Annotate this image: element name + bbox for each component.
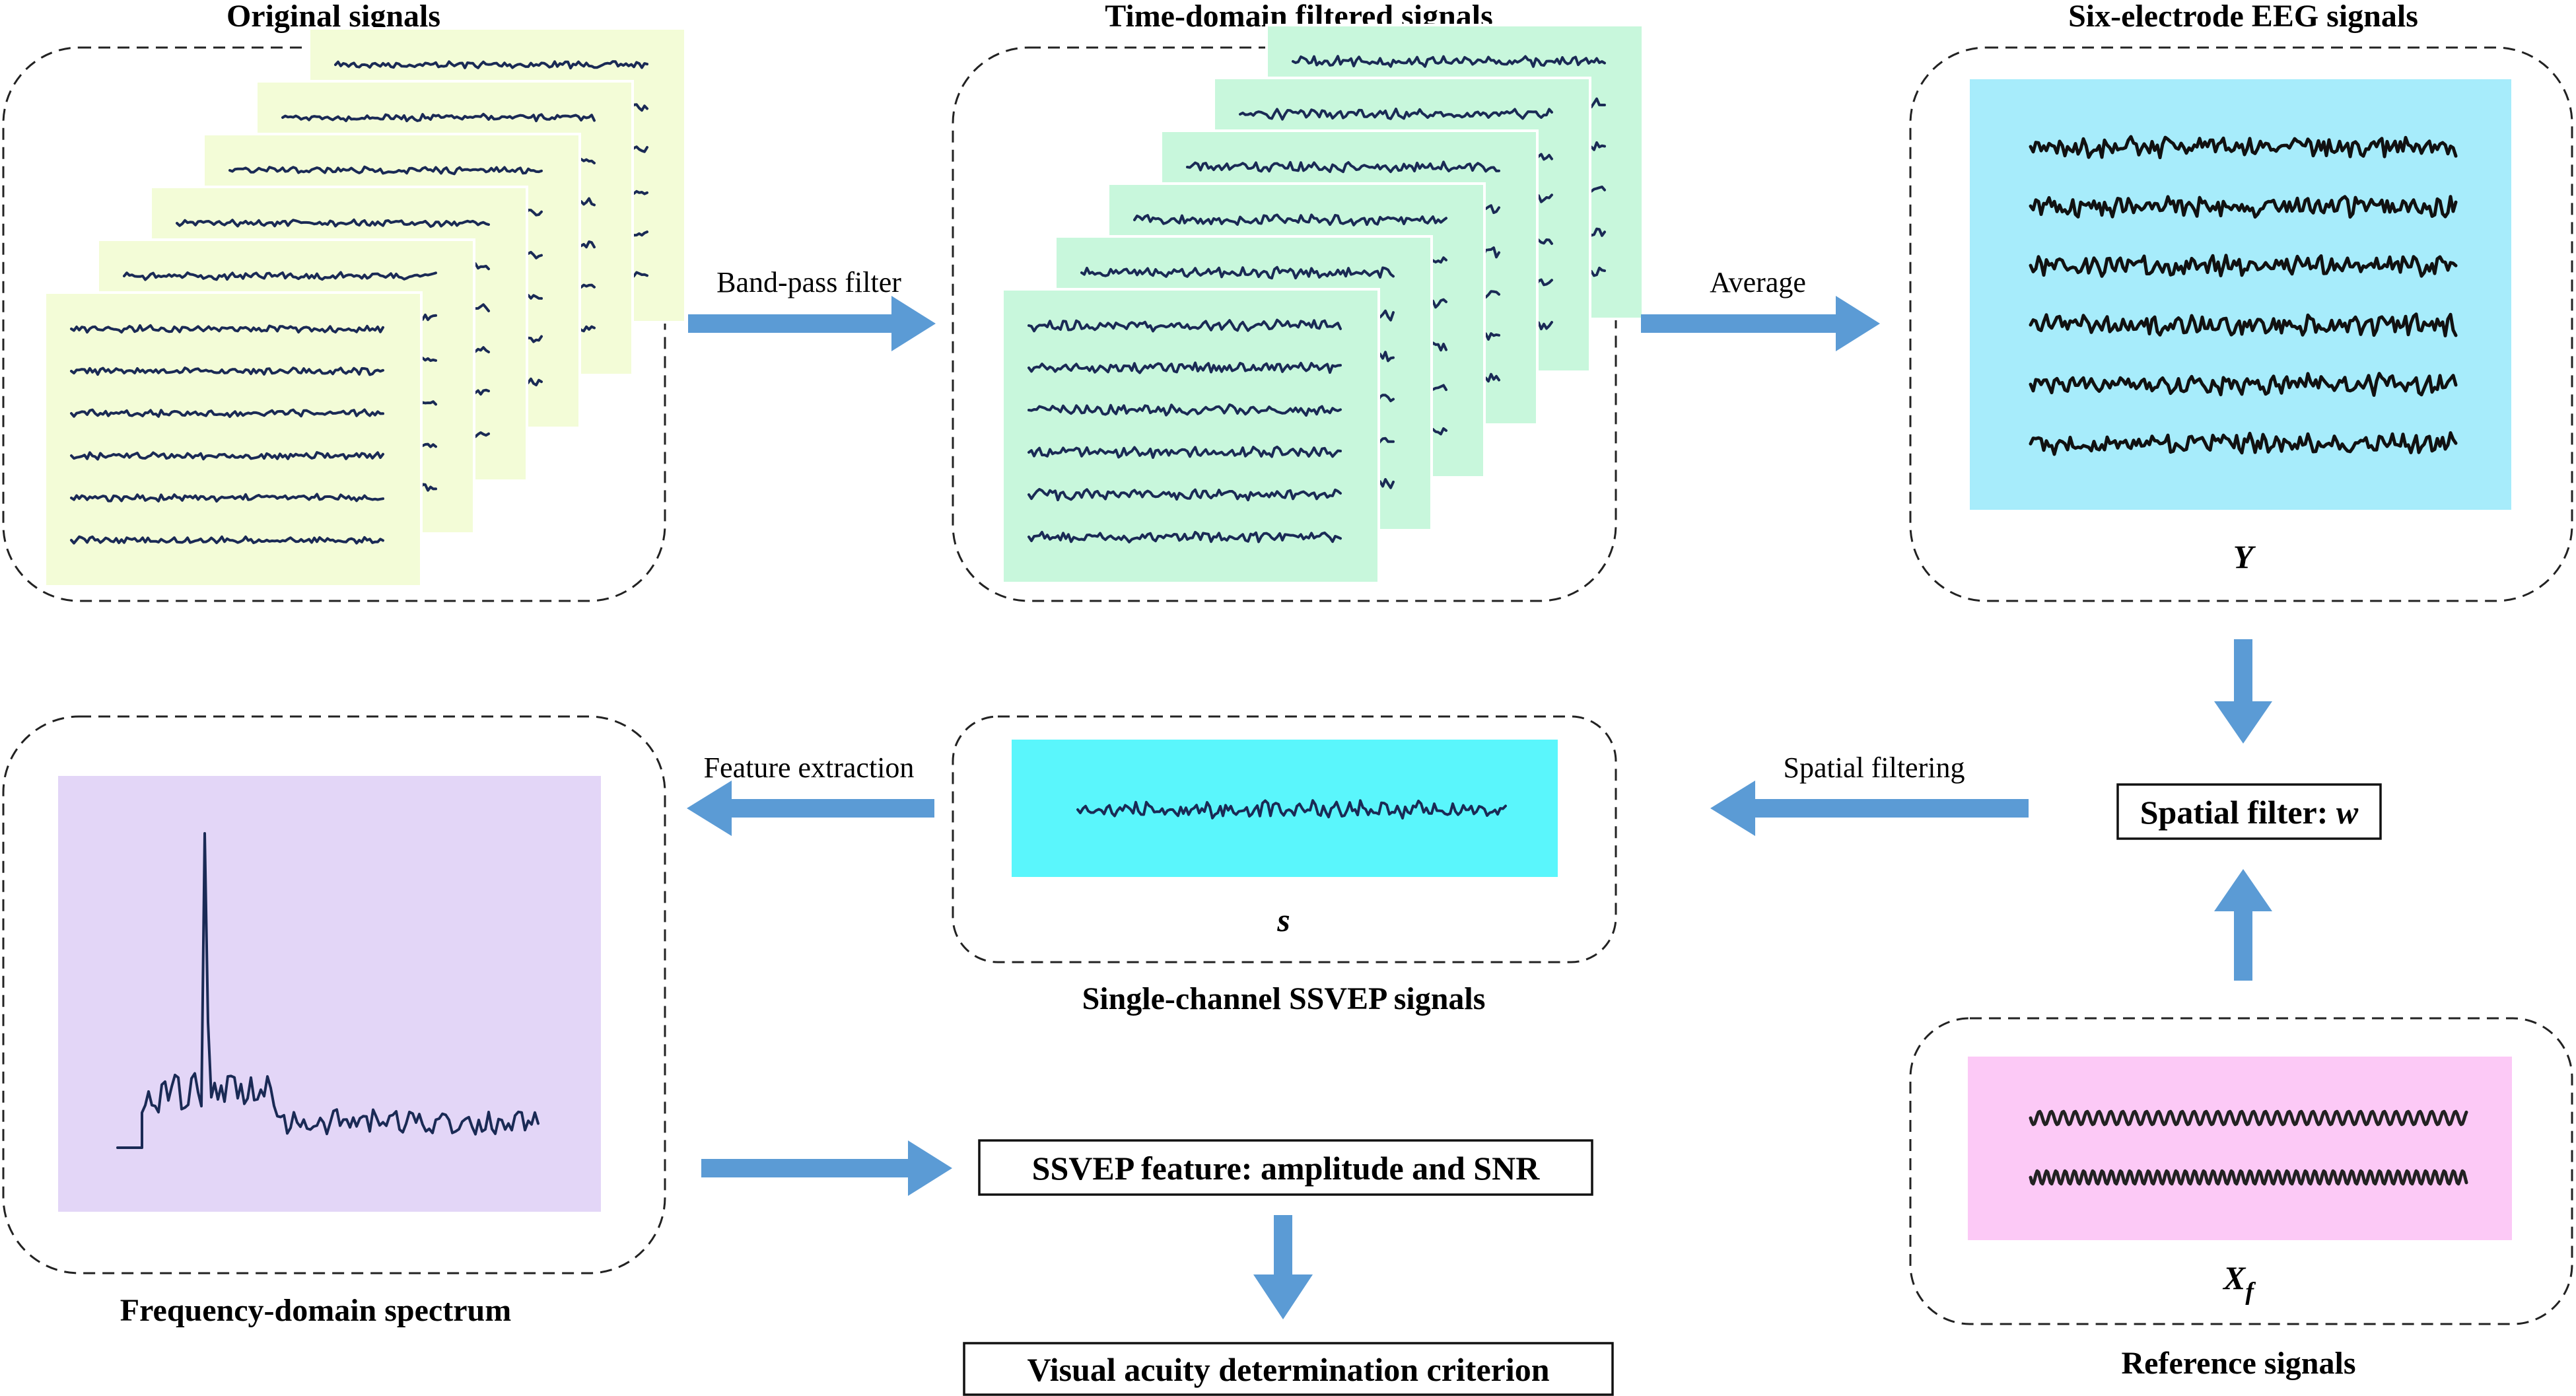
ssvep-feature-label: SSVEP feature: amplitude and SNR xyxy=(1032,1150,1541,1187)
spectrum-trace xyxy=(116,832,540,1149)
spectrum-frame xyxy=(2,715,666,1274)
time-filtered-stack xyxy=(1001,24,1644,584)
signal-trace xyxy=(1292,55,1606,68)
signal-trace xyxy=(228,165,543,176)
spectrum-to-feature-arrow xyxy=(701,1140,952,1196)
feature-to-criterion-arrow xyxy=(1253,1215,1313,1319)
six-electrode-frame xyxy=(1909,46,2573,602)
band-pass-arrow xyxy=(688,296,936,351)
original-signals-stack xyxy=(44,27,687,588)
signal-trace xyxy=(334,60,648,70)
signal-trace xyxy=(176,218,490,228)
feature-extraction-label: Feature extraction xyxy=(704,751,915,784)
single-channel-title: Single-channel SSVEP signals xyxy=(1082,981,1486,1016)
signal-trace xyxy=(1027,361,1342,374)
signal-trace xyxy=(70,408,384,418)
spectrum-title: Frequency-domain spectrum xyxy=(120,1293,511,1328)
spatial-filtering-arrow xyxy=(1710,781,2029,836)
band-pass-label: Band-pass filter xyxy=(716,266,901,298)
signal-trace xyxy=(1133,213,1447,227)
signal-trace xyxy=(1080,265,1395,280)
single-channel-frame xyxy=(952,715,1617,963)
single-channel-trace xyxy=(1076,799,1507,820)
reference-title: Reference signals xyxy=(2121,1346,2355,1381)
spatial-filter-text: Spatial filter: xyxy=(2140,794,2336,831)
eeg-trace xyxy=(2029,254,2458,278)
eeg-trace xyxy=(2029,135,2458,160)
signal-trace xyxy=(1027,403,1342,417)
signal-trace xyxy=(281,112,596,123)
signal-trace xyxy=(1239,108,1553,121)
spectrum-curve xyxy=(116,832,540,1149)
ssvep-trace xyxy=(1076,799,1507,820)
spatial-filtering-label: Spatial filtering xyxy=(1784,751,1965,784)
eeg-trace xyxy=(2029,431,2458,456)
reference-traces xyxy=(2029,1109,2468,1186)
reference-sine xyxy=(2029,1109,2468,1127)
criterion-box xyxy=(963,1342,1614,1396)
signal-trace xyxy=(1027,487,1342,502)
feature-extraction-arrow xyxy=(687,781,934,836)
signal-trace xyxy=(70,535,384,545)
y-matrix-label: Y xyxy=(2233,538,2256,575)
signal-trace xyxy=(1027,530,1342,543)
signal-sheet xyxy=(1001,288,1380,584)
reference-frame xyxy=(1909,1017,2573,1325)
criterion-label: Visual acuity determination criterion xyxy=(1027,1351,1549,1388)
eeg-trace xyxy=(2029,195,2458,219)
signal-trace xyxy=(1027,318,1342,333)
eeg-trace xyxy=(2029,312,2458,337)
reference-cosine xyxy=(2029,1169,2468,1186)
signal-trace xyxy=(70,493,384,503)
six-electrode-title: Six-electrode EEG signals xyxy=(2068,0,2418,34)
spatial-filter-box xyxy=(2116,783,2382,840)
average-label: Average xyxy=(1710,266,1806,298)
six-electrode-traces xyxy=(2029,135,2458,456)
signal-trace xyxy=(1186,160,1500,174)
ssvep-feature-box xyxy=(978,1139,1593,1196)
signal-trace xyxy=(1027,445,1342,459)
signal-trace xyxy=(123,271,437,281)
spatial-filter-variable: w xyxy=(2336,794,2359,831)
y-to-spatial-filter-arrow xyxy=(2214,639,2272,744)
xf-matrix-label: Xf xyxy=(2222,1259,2256,1306)
eeg-trace xyxy=(2029,372,2458,397)
xf-matrix-subscript: f xyxy=(2245,1278,2256,1306)
signal-trace xyxy=(70,324,384,334)
average-arrow xyxy=(1641,296,1880,351)
reference-to-spatial-filter-arrow xyxy=(2214,869,2272,981)
xf-matrix-symbol: X xyxy=(2222,1259,2246,1296)
spectrum-panel xyxy=(58,776,601,1212)
signal-trace xyxy=(70,451,384,461)
reference-panel xyxy=(1968,1057,2512,1240)
s-vector-label: s xyxy=(1276,901,1290,938)
signal-trace xyxy=(70,366,384,376)
spatial-filter-label: Spatial filter: w xyxy=(2140,794,2359,831)
single-channel-panel xyxy=(1012,740,1558,877)
